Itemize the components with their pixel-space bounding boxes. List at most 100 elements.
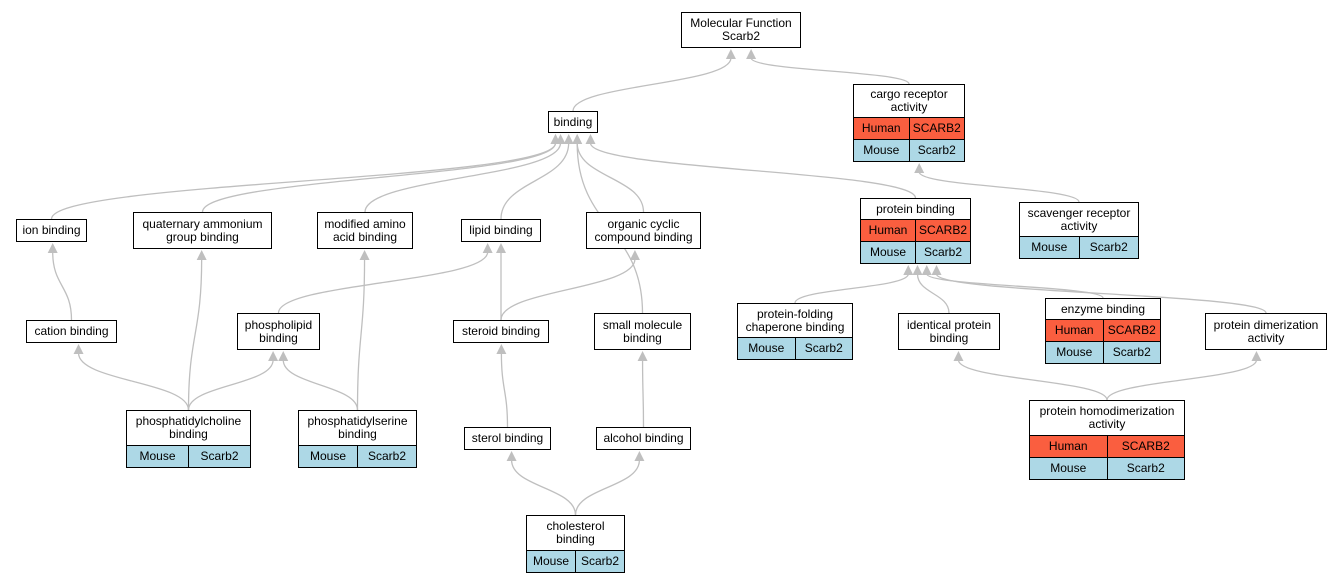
gene-symbol: Scarb2	[908, 140, 965, 161]
gene-symbol: Scarb2	[794, 338, 853, 359]
arrowhead-icon	[278, 351, 289, 361]
edge-homodimer-to-identical	[957, 359, 1108, 401]
arrowhead-icon	[637, 351, 648, 361]
edge-quat-to-binding	[201, 142, 557, 213]
arrowhead-icon	[1251, 351, 1262, 361]
node-title: enzyme binding	[1046, 299, 1160, 319]
edge-ps-to-modamino	[356, 258, 366, 411]
node-title-line: acid binding	[332, 229, 398, 244]
edge-steroid-to-orgcyc	[500, 258, 636, 321]
edge-protbind-to-binding	[589, 142, 917, 199]
node-title-line: activity	[1247, 330, 1285, 345]
gene-symbol: Scarb2	[575, 551, 624, 572]
gene-symbol: Scarb2	[1106, 458, 1185, 479]
node-title-line: identical protein	[906, 317, 992, 332]
ortholog-row-mouse: Mouse Scarb2	[738, 337, 852, 359]
arrowhead-icon	[73, 344, 84, 354]
node-steroid[interactable]: steroid binding	[453, 320, 549, 343]
arrowhead-icon	[506, 451, 517, 461]
node-title-line: lipid binding	[469, 223, 533, 237]
node-title-line: binding	[259, 330, 298, 345]
node-title-line: cation binding	[34, 324, 109, 338]
species-label: Human	[868, 223, 908, 237]
node-title-line: modified amino	[324, 216, 406, 231]
node-lipid[interactable]: lipid binding	[461, 219, 541, 242]
node-title-line: group binding	[166, 229, 239, 244]
node-title-line: Molecular Function	[690, 16, 792, 30]
edge-phospholipid-to-lipid	[277, 251, 489, 314]
node-cation[interactable]: cation binding	[26, 320, 117, 343]
node-ion[interactable]: ion binding	[16, 219, 87, 242]
node-title: lipid binding	[462, 220, 540, 241]
node-sterol[interactable]: sterol binding	[464, 427, 551, 450]
node-title-line: protein dimerization	[1213, 317, 1319, 332]
edge-pc-to-quat	[187, 258, 203, 411]
edge-chaperone-to-protbind	[794, 273, 909, 304]
edge-ion-to-binding	[50, 142, 557, 220]
arrowhead-icon	[725, 49, 736, 59]
arrowhead-icon	[496, 344, 507, 354]
node-title: cation binding	[27, 321, 116, 342]
node-title-line: protein homodimerization	[1039, 404, 1175, 418]
species-label: Human	[1048, 439, 1088, 453]
node-title: alcohol binding	[597, 428, 690, 449]
edge-pc-to-phospholipid	[187, 359, 274, 411]
arrowhead-icon	[629, 250, 640, 260]
edge-sterol-to-steroid	[500, 352, 509, 428]
species-label: Mouse	[869, 245, 907, 259]
edge-scav-to-cargo	[918, 171, 1080, 203]
node-title-line: cholesterol	[546, 519, 605, 533]
node-title-line: compound binding	[594, 229, 693, 244]
node-title-line: protein binding	[876, 201, 955, 216]
node-title-line: Scarb2	[721, 29, 761, 43]
gene-symbol: Scarb2	[188, 446, 250, 467]
node-binding[interactable]: binding	[548, 111, 598, 133]
species-label: Mouse	[532, 554, 570, 568]
node-alcohol[interactable]: alcohol binding	[596, 427, 691, 450]
edge-lipid-to-binding	[500, 142, 570, 220]
arrowhead-icon	[634, 451, 645, 461]
gene-symbol: SCARB2	[908, 118, 965, 139]
node-title-line: enzyme binding	[1060, 301, 1146, 316]
edge-cholesterol-to-alcohol	[574, 459, 641, 516]
species-label: Mouse	[748, 341, 785, 355]
arrowhead-icon	[931, 265, 942, 275]
gene-symbol: SCARB2	[915, 220, 970, 241]
edge-pc-to-cation	[77, 352, 190, 411]
edge-cholesterol-to-sterol	[510, 459, 577, 516]
node-title-line: binding	[556, 532, 595, 546]
node-title-line: phosphatidylserine	[307, 414, 408, 428]
species-label: Mouse	[863, 143, 900, 157]
species-label: Mouse	[139, 449, 176, 463]
ortholog-row-human: Human SCARB2	[861, 219, 970, 241]
node-title-line: alcohol binding	[603, 431, 684, 445]
arrowhead-icon	[903, 265, 914, 275]
